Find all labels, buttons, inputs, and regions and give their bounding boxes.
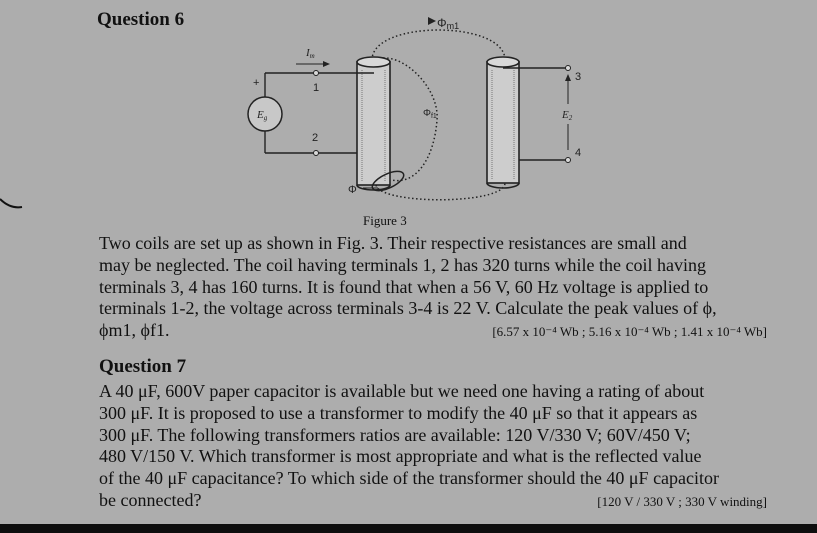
- q7-line: 300 μF. The following transformers ratio…: [99, 424, 691, 445]
- terminal-1-label: 1: [313, 82, 319, 94]
- e2-label: E2: [561, 109, 573, 122]
- terminal-2-label: 2: [312, 132, 318, 144]
- q7-line: A 40 μF, 600V paper capacitor is availab…: [99, 381, 705, 401]
- phi-label: Φ: [348, 184, 357, 196]
- voltage-source: [247, 96, 283, 132]
- question-6-heading: Question 6: [97, 9, 185, 30]
- terminal-3-label: 3: [575, 71, 581, 83]
- phi-m1-label: Φm1: [437, 16, 459, 31]
- q7-last-line: be connected? [120 V / 330 V ; 330 V win…: [99, 490, 767, 513]
- question-7-text: A 40 μF, 600V paper capacitor is availab…: [99, 381, 767, 513]
- q7-answer: [120 V / 330 V ; 330 V winding]: [597, 493, 767, 509]
- terminal-4-label: 4: [575, 147, 581, 159]
- q6-line: terminals 3, 4 has 160 turns. It is foun…: [99, 276, 709, 297]
- q6-line: terminals 1-2, the voltage across termin…: [99, 298, 717, 319]
- source-label: Eg: [256, 109, 268, 122]
- q7-last-text: be connected?: [99, 489, 202, 510]
- page-edge-curve: [0, 198, 23, 209]
- figure-caption: Figure 3: [363, 213, 407, 228]
- secondary-coil: [486, 56, 520, 189]
- q6-answer: [6.57 x 10⁻⁴ Wb ; 5.16 x 10⁻⁴ Wb ; 1.41 …: [492, 324, 767, 340]
- q7-line: 300 μF. It is proposed to use a transfor…: [99, 402, 698, 423]
- question-6-text: Two coils are set up as shown in Fig. 3.…: [99, 233, 767, 343]
- q6-line: Two coils are set up as shown in Fig. 3.…: [99, 233, 687, 253]
- q7-line: of the 40 μF capacitance? To which side …: [99, 468, 720, 489]
- q6-line: may be neglected. The coil having termin…: [99, 254, 707, 275]
- leakage-flux-loop: [371, 57, 438, 182]
- coupled-coils-figure: Φm1 Im + 1 2 3 4 Eg E2 Φf1 Φ: [247, 16, 581, 201]
- q7-line: 480 V/150 V. Which transformer is most a…: [99, 446, 702, 467]
- svg-text:+: +: [253, 77, 259, 89]
- mutual-flux-loop: [371, 29, 506, 61]
- primary-coil: [356, 56, 391, 191]
- question-7-heading: Question 7: [99, 356, 187, 377]
- current-label: Im: [305, 47, 315, 60]
- bottom-edge-bar: [0, 524, 817, 533]
- q6-last-text: ϕm1, ϕf1.: [99, 320, 170, 341]
- phi-f1-label: Φf1: [423, 108, 437, 120]
- q6-last-line: ϕm1, ϕf1. [6.57 x 10⁻⁴ Wb ; 5.16 x 10⁻⁴ …: [99, 320, 767, 343]
